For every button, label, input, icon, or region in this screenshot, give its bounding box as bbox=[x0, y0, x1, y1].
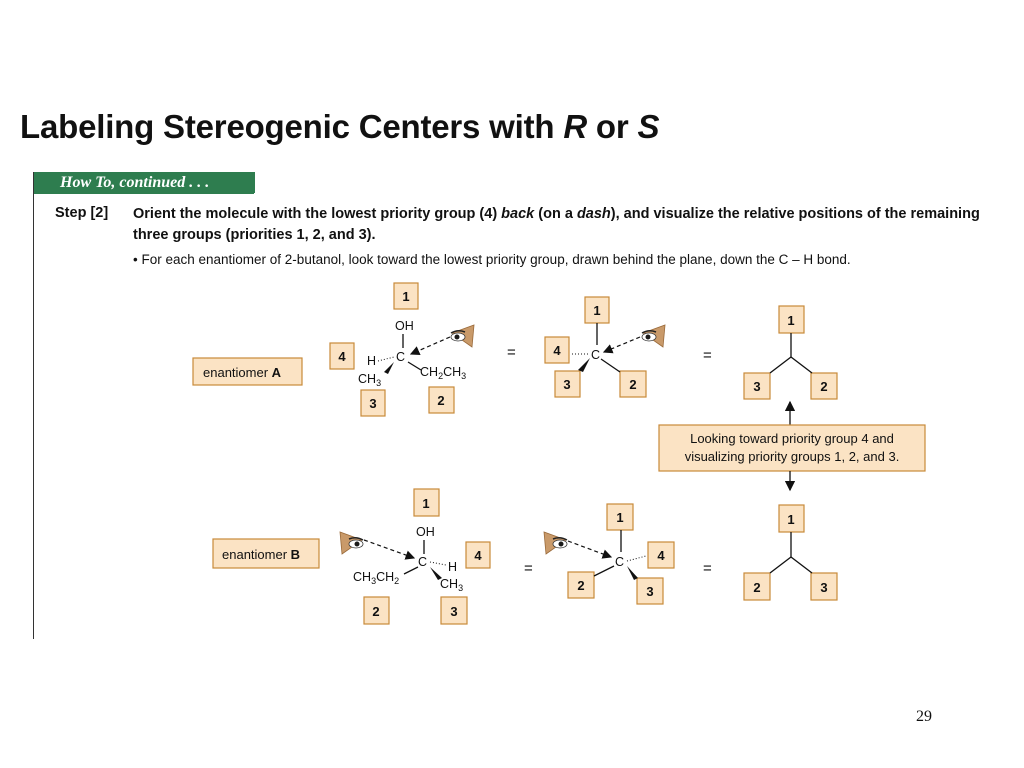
priority-b-2: 2 bbox=[372, 604, 379, 619]
equals-sign: = bbox=[524, 560, 533, 577]
priority-b2-2: 2 bbox=[577, 578, 584, 593]
priority-box-b-1 bbox=[413, 488, 440, 517]
priority-a-1: 1 bbox=[402, 289, 409, 304]
priority-b3-1: 1 bbox=[787, 512, 794, 527]
priority-a-3: 3 bbox=[369, 396, 376, 411]
priority-a2-1: 1 bbox=[593, 303, 600, 318]
priority-box-b3-1 bbox=[778, 504, 805, 533]
enantiomer-b-label bbox=[212, 538, 320, 569]
priority-box-a3-3 bbox=[743, 372, 771, 400]
carbon-b: C bbox=[418, 555, 427, 569]
group-ch3-b: CH3 bbox=[440, 577, 463, 593]
carbon-a: C bbox=[396, 350, 405, 364]
left-margin-rule bbox=[33, 172, 34, 639]
priority-box-a-4 bbox=[329, 342, 355, 370]
eye-icon bbox=[450, 324, 475, 348]
enantiomer-a-label bbox=[192, 357, 303, 386]
enantiomer-b-label-text: enantiomer B bbox=[222, 547, 300, 562]
priority-b2-4: 4 bbox=[657, 548, 665, 563]
priority-b2-3: 3 bbox=[646, 584, 653, 599]
priority-box-a3-1 bbox=[778, 305, 805, 334]
eye-icon bbox=[339, 531, 364, 555]
priority-a3-3: 3 bbox=[753, 379, 760, 394]
priority-box-b3-3 bbox=[810, 572, 838, 601]
priority-a2-3: 3 bbox=[563, 377, 570, 392]
priority-box-b2-1 bbox=[606, 503, 634, 531]
howto-header-text: How To, continued . . . bbox=[60, 174, 210, 191]
group-ch2ch3-a: CH2CH3 bbox=[420, 365, 466, 381]
priority-box-a2-2 bbox=[619, 370, 647, 398]
slide-title: Labeling Stereogenic Centers with R or S bbox=[20, 108, 660, 145]
priority-box-a-1 bbox=[393, 282, 419, 310]
equals-sign: = bbox=[703, 560, 712, 577]
group-h-b: H bbox=[448, 560, 457, 574]
priority-box-b2-2 bbox=[567, 571, 595, 599]
equals-sign: = bbox=[507, 344, 516, 361]
group-h-a: H bbox=[367, 354, 376, 368]
carbon-a2: C bbox=[591, 348, 600, 362]
priority-box-b3-2 bbox=[743, 572, 771, 601]
howto-header-bar bbox=[34, 172, 255, 193]
step-label: Step [2] bbox=[55, 205, 109, 221]
priority-b3-3: 3 bbox=[820, 580, 827, 595]
priority-a3-2: 2 bbox=[820, 379, 827, 394]
priority-box-b2-4 bbox=[647, 541, 675, 569]
step-bullet: • For each enantiomer of 2-butanol, look… bbox=[133, 252, 851, 267]
priority-b-3: 3 bbox=[450, 604, 457, 619]
page-number: 29 bbox=[916, 708, 932, 725]
eye-icon bbox=[641, 324, 666, 348]
priority-box-b-4 bbox=[465, 541, 491, 569]
priority-box-b-3 bbox=[440, 596, 468, 625]
priority-box-b-2 bbox=[363, 596, 390, 625]
priority-b-1: 1 bbox=[422, 496, 429, 511]
priority-box-a-2 bbox=[428, 386, 455, 414]
priority-b2-1: 1 bbox=[616, 510, 623, 525]
carbon-b2: C bbox=[615, 555, 624, 569]
eye-icon bbox=[543, 531, 568, 555]
note-line-2: visualizing priority groups 1, 2, and 3. bbox=[685, 449, 900, 464]
priority-b3-2: 2 bbox=[753, 580, 760, 595]
priority-box-b2-3 bbox=[636, 577, 664, 605]
priority-box-a-3 bbox=[360, 389, 386, 417]
visualization-note bbox=[658, 424, 926, 472]
howto-divider bbox=[34, 193, 254, 194]
priority-box-a2-4 bbox=[544, 336, 570, 364]
note-line-1: Looking toward priority group 4 and bbox=[690, 431, 894, 446]
group-oh-b: OH bbox=[416, 525, 435, 539]
step-text: Orient the molecule with the lowest prio… bbox=[133, 206, 980, 243]
priority-a-2: 2 bbox=[437, 393, 444, 408]
priority-a2-4: 4 bbox=[553, 343, 561, 358]
group-oh-a: OH bbox=[395, 319, 414, 333]
equals-sign: = bbox=[703, 347, 712, 364]
priority-b-4: 4 bbox=[474, 548, 482, 563]
priority-box-a2-1 bbox=[584, 296, 610, 324]
priority-a3-1: 1 bbox=[787, 313, 794, 328]
enantiomer-a-label-text: enantiomer A bbox=[203, 365, 282, 380]
group-ch2ch3-b: CH3CH2 bbox=[353, 570, 399, 586]
priority-box-a2-3 bbox=[554, 370, 581, 398]
priority-box-a3-2 bbox=[810, 372, 838, 400]
priority-a2-2: 2 bbox=[629, 377, 636, 392]
priority-a-4: 4 bbox=[338, 349, 346, 364]
group-ch3-a: CH3 bbox=[358, 372, 381, 388]
